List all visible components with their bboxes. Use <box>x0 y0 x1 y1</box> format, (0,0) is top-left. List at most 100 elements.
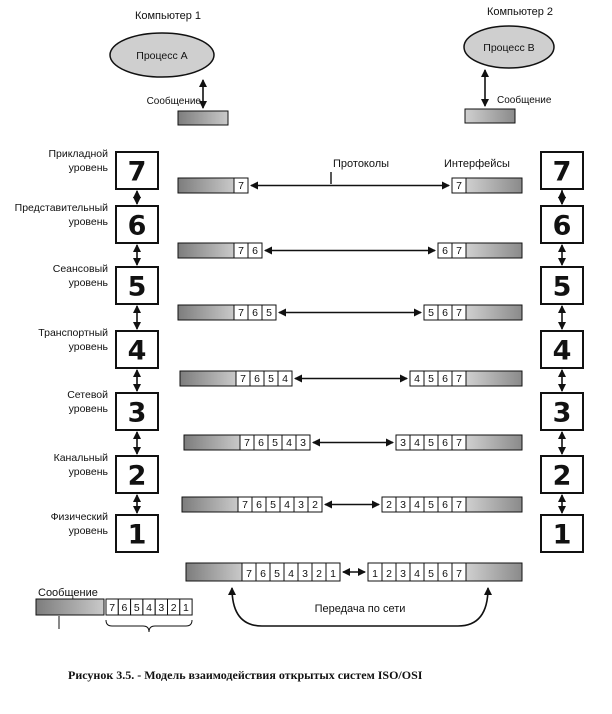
layer-6-level-word: уровень <box>69 216 109 228</box>
computer2-title: Компьютер 2 <box>487 6 553 18</box>
left-header-5: 5 <box>272 437 278 449</box>
left-layer-3-number: 3 <box>128 398 147 429</box>
right-layer-1-box <box>540 514 584 553</box>
bottom-header-cell <box>179 598 193 616</box>
left-layer-1-number: 1 <box>128 520 147 551</box>
right-header-5: 5 <box>428 373 434 385</box>
right-message-body <box>465 304 523 321</box>
left-header-3: 3 <box>300 437 306 449</box>
left-layer-5-number: 5 <box>128 272 147 303</box>
right-layer-3-box <box>540 392 584 431</box>
right-layer-2-box <box>540 455 584 494</box>
left-layer-stack: 7Прикладнойуровень6Представительныйурове… <box>15 148 159 553</box>
right-header-7: 7 <box>456 373 462 385</box>
left-message-body <box>177 242 235 259</box>
left-layer-5-box <box>115 266 159 305</box>
left-header-5: 5 <box>266 307 272 319</box>
left-layer-4-box <box>115 330 159 369</box>
right-header-2: 2 <box>386 568 392 580</box>
left-header-6: 6 <box>252 307 258 319</box>
right-header-5: 5 <box>428 568 434 580</box>
left-header-5: 5 <box>270 499 276 511</box>
left-header-cell <box>307 496 323 513</box>
layer-5-name: Сеансовый <box>53 263 108 275</box>
left-header-cell <box>277 370 293 387</box>
right-header-6: 6 <box>442 373 448 385</box>
left-header-4: 4 <box>288 568 294 580</box>
right-message-body <box>465 177 523 194</box>
left-layer-2-box <box>115 455 159 494</box>
right-header-6: 6 <box>442 499 448 511</box>
bottom-header-6: 6 <box>122 602 128 614</box>
left-message-body <box>181 496 239 513</box>
right-layer-6-box <box>540 205 584 244</box>
headers-brace <box>105 619 193 633</box>
left-header-2: 2 <box>312 499 318 511</box>
left-header-7: 7 <box>244 437 250 449</box>
process-b-label: Процесс В <box>483 42 534 54</box>
interfaces-label: Интерфейсы <box>444 158 510 170</box>
left-message-body <box>185 562 243 582</box>
right-layer-2-number: 2 <box>553 461 572 492</box>
bottom-header-4: 4 <box>146 602 152 614</box>
protocols-label: Протоколы <box>333 158 389 170</box>
left-header-7: 7 <box>238 245 244 257</box>
process-a-label: Процесс А <box>136 50 187 62</box>
computer1-title: Компьютер 1 <box>135 10 201 22</box>
left-header-3: 3 <box>302 568 308 580</box>
bottom-header-1: 1 <box>183 602 189 614</box>
right-header-7: 7 <box>456 437 462 449</box>
bottom-header-3: 3 <box>158 602 164 614</box>
left-header-4: 4 <box>282 373 288 385</box>
left-layer-1-box <box>115 514 159 553</box>
bottom-message-label: Сообщение <box>38 587 98 599</box>
bottom-header-7: 7 <box>109 602 115 614</box>
right-header-4: 4 <box>414 373 420 385</box>
left-layer-2-number: 2 <box>128 461 147 492</box>
right-header-6: 6 <box>442 568 448 580</box>
process-a-ellipse <box>109 32 215 78</box>
left-header-6: 6 <box>260 568 266 580</box>
right-header-7: 7 <box>456 568 462 580</box>
left-layer-7-number: 7 <box>128 157 147 188</box>
right-layer-7-box <box>540 151 584 190</box>
left-header-7: 7 <box>238 180 244 192</box>
right-layer-5-box <box>540 266 584 305</box>
left-message-body <box>183 434 241 451</box>
left-header-3: 3 <box>298 499 304 511</box>
layer-4-name: Транспортный <box>38 327 108 339</box>
bottom-header-2: 2 <box>171 602 177 614</box>
right-header-7: 7 <box>456 499 462 511</box>
left-header-7: 7 <box>240 373 246 385</box>
left-header-6: 6 <box>258 437 264 449</box>
right-header-6: 6 <box>442 245 448 257</box>
left-message-body <box>179 370 237 387</box>
right-layer-3-number: 3 <box>553 398 572 429</box>
right-layer-1-number: 1 <box>553 520 572 551</box>
right-message-body <box>465 242 523 259</box>
right-header-7: 7 <box>456 245 462 257</box>
left-header-1: 1 <box>330 568 336 580</box>
right-header-5: 5 <box>428 437 434 449</box>
right-layer-4-box <box>540 330 584 369</box>
layer-7-name: Прикладной <box>48 148 108 160</box>
message-b-label: Сообщение <box>497 94 552 106</box>
right-layer-7-number: 7 <box>553 157 572 188</box>
left-layer-6-box <box>115 205 159 244</box>
left-header-5: 5 <box>274 568 280 580</box>
right-layer-6-number: 6 <box>553 211 572 242</box>
right-message-body <box>465 562 523 582</box>
layer-3-name: Сетевой <box>67 389 108 401</box>
layer-5-level-word: уровень <box>69 277 109 289</box>
right-header-3: 3 <box>400 437 406 449</box>
right-message-body <box>465 434 523 451</box>
bottom-header-5: 5 <box>134 602 140 614</box>
message-a-label: Сообщение <box>147 95 202 107</box>
bottom-message-block <box>35 598 105 616</box>
figure-caption: Рисунок 3.5. - Модель взаимодействия отк… <box>68 668 423 682</box>
left-header-cell <box>325 562 341 582</box>
right-header-5: 5 <box>428 307 434 319</box>
